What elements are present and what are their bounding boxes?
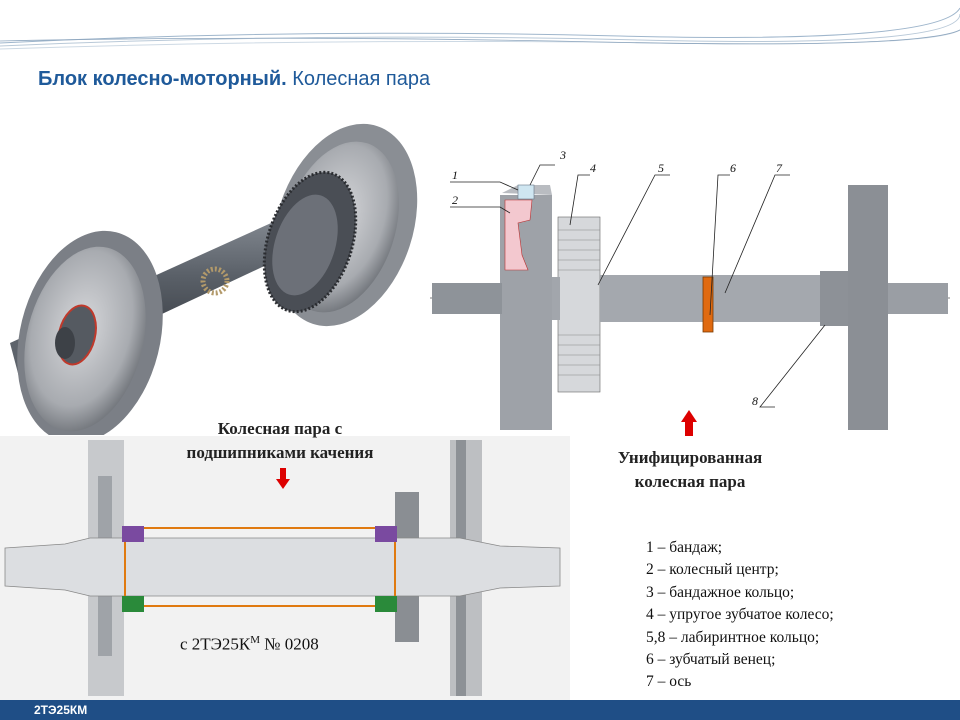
wheelset-3d-image <box>10 123 418 435</box>
unified-wheelset-drawing: 1 2 3 4 5 6 7 8 <box>430 148 950 430</box>
part-label-7: 7 <box>776 161 783 175</box>
part-label-3: 3 <box>559 148 566 162</box>
part-label-1: 1 <box>452 168 458 182</box>
caption-bearing-wheelset: Колесная пара с подшипниками качения <box>186 419 374 462</box>
footer-label: 2ТЭ25КМ <box>34 703 88 717</box>
slide-title: Блок колесно-моторный. Колесная пара <box>38 68 431 90</box>
footer-bar: 2ТЭ25КМ <box>0 700 960 720</box>
arrow-up-icon <box>681 410 697 436</box>
legend-item: 3 – бандажное кольцо; <box>646 583 795 601</box>
part-label-4: 4 <box>590 161 596 175</box>
arrow-down-icon <box>276 468 290 489</box>
part-label-2: 2 <box>452 193 458 207</box>
caption-unified-wheelset: Унифицированная колесная пара <box>617 448 763 491</box>
legend-item: 7 – ось <box>646 673 692 691</box>
part-label-8: 8 <box>752 394 758 408</box>
header-wave-decoration <box>0 7 960 50</box>
legend-item: 5,8 – лабиринтное кольцо; <box>646 628 820 646</box>
part-label-6: 6 <box>730 161 736 175</box>
legend-item: 1 – бандаж; <box>646 539 723 556</box>
locomotive-serial: с 2ТЭ25КМ № 0208 <box>180 634 319 654</box>
parts-legend: 1 – бандаж; 2 – колесный центр; 3 – банд… <box>646 537 834 694</box>
legend-item: 4 – упругое зубчатое колесо; <box>646 606 834 624</box>
part-label-5: 5 <box>658 161 664 175</box>
legend-item: 2 – колесный центр; <box>646 561 779 579</box>
legend-item: 6 – зубчатый венец; <box>646 651 776 669</box>
